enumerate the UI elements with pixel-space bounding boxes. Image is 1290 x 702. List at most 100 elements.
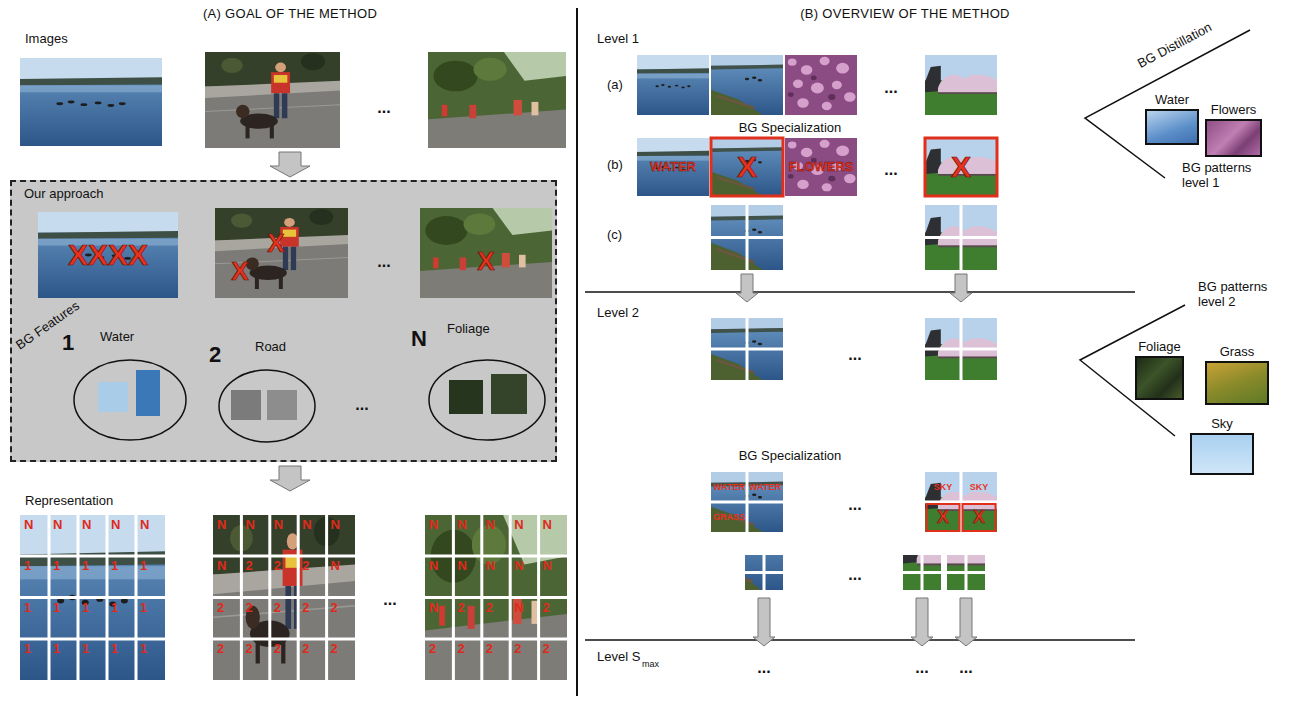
art-use	[925, 138, 997, 196]
cell-label: 2	[514, 642, 521, 657]
cell-label: N	[331, 518, 340, 533]
text-label: Foliage	[1138, 340, 1181, 355]
text-label: Water	[1155, 93, 1189, 108]
cell-label: 1	[140, 559, 147, 574]
art-svg	[707, 520, 783, 590]
cell-label: N	[429, 601, 438, 616]
feature-cluster: NFoliage	[407, 322, 549, 444]
text-label: Flowers	[1211, 103, 1257, 118]
text-label: Images	[25, 32, 68, 47]
text-label: BG Specialization	[739, 121, 842, 136]
cross-mark: XXXX	[68, 238, 148, 273]
cell-label: 1	[53, 559, 60, 574]
class-label: FLOWERS	[789, 160, 854, 175]
art-g	[711, 205, 997, 590]
cell-label: N	[331, 559, 340, 574]
cell-label: 2	[274, 559, 281, 574]
pattern-swatch	[1190, 433, 1254, 475]
ellipsis: ...	[959, 659, 972, 677]
art-use	[420, 208, 552, 298]
pattern-patch	[98, 382, 128, 412]
pattern-thumbnail: Sky	[1190, 414, 1254, 475]
cell-label: N	[486, 518, 495, 533]
cluster-ellipse	[219, 370, 315, 442]
cross-mark: X	[737, 150, 757, 185]
pattern-patch	[267, 390, 297, 420]
cell-label: 2	[331, 601, 338, 616]
ellipsis: ...	[848, 496, 861, 514]
cell-label: N	[486, 559, 495, 574]
cluster-number: 1	[62, 330, 74, 355]
cell-label: N	[457, 559, 466, 574]
art-g	[20, 515, 567, 680]
cluster-outline	[407, 322, 549, 444]
cell-label: 2	[217, 642, 224, 657]
pattern-thumbnail: Grass	[1205, 342, 1269, 405]
dashed-panel: Our approach 1Water 2 Road NFoliage	[10, 180, 557, 462]
cross-mark: X	[231, 257, 248, 287]
cell-label: 2	[486, 642, 493, 657]
cell-label: N	[302, 518, 311, 533]
cell-label: N	[53, 518, 62, 533]
cluster-ellipse	[74, 360, 186, 440]
text-label: (a)	[607, 78, 623, 93]
art-rect	[925, 138, 997, 196]
text-label: Level 1	[597, 32, 639, 47]
art-polygon	[911, 598, 933, 646]
art-g	[736, 274, 977, 646]
cell-label: 2	[429, 642, 436, 657]
class-label: WATER	[650, 160, 696, 175]
ellipsis: ...	[884, 79, 897, 97]
cell-label: 1	[111, 559, 118, 574]
ellipsis: ...	[848, 566, 861, 584]
art-rect	[927, 504, 960, 531]
pattern-thumbnail: Flowers	[1205, 100, 1262, 157]
cell-label: 1	[24, 642, 31, 657]
cell-label: 1	[24, 601, 31, 616]
text-label: Our approach	[24, 187, 104, 202]
art-use	[425, 515, 567, 680]
cell-label: N	[217, 559, 226, 574]
class-label: WATER	[749, 482, 781, 492]
cluster-number: N	[411, 326, 427, 351]
cell-label: 2	[543, 642, 550, 657]
art-use	[205, 52, 340, 148]
cell-label: 1	[111, 642, 118, 657]
art-g	[270, 152, 310, 491]
cluster-number: 2	[209, 342, 221, 367]
cell-label: 2	[245, 559, 252, 574]
cell-label: 2	[217, 601, 224, 616]
art-rect	[10, 180, 557, 462]
art-g	[585, 292, 1135, 640]
cell-label: 1	[140, 601, 147, 616]
cell-label: 2	[457, 642, 464, 657]
text-label: Road	[255, 340, 286, 355]
cell-label: 1	[82, 601, 89, 616]
cell-label: N	[217, 518, 226, 533]
art-path	[213, 515, 355, 680]
panel-heading: (A) GOAL OF THE METHOD	[203, 7, 377, 22]
text-label: BG Specialization	[739, 449, 842, 464]
text-label: Level 2	[597, 306, 639, 321]
art-use	[785, 138, 857, 196]
art-use	[925, 55, 997, 115]
cell-label: 2	[543, 601, 550, 616]
text-label: Representation	[25, 494, 113, 509]
art-line	[585, 639, 1135, 641]
ellipsis: ...	[377, 253, 390, 271]
cell-label: N	[274, 518, 283, 533]
art-path	[711, 205, 997, 270]
cell-label: N	[514, 601, 523, 616]
class-label: GRASS	[713, 512, 745, 522]
art-line	[576, 8, 578, 696]
feature-cluster: 1Water	[58, 328, 190, 442]
cell-label: 2	[274, 601, 281, 616]
cell-label: N	[111, 518, 120, 533]
art-polygon	[955, 598, 977, 646]
art-use	[711, 55, 783, 115]
text-label: Level S	[597, 650, 640, 665]
art-use	[428, 52, 566, 148]
text-label: Grass	[1220, 345, 1255, 360]
